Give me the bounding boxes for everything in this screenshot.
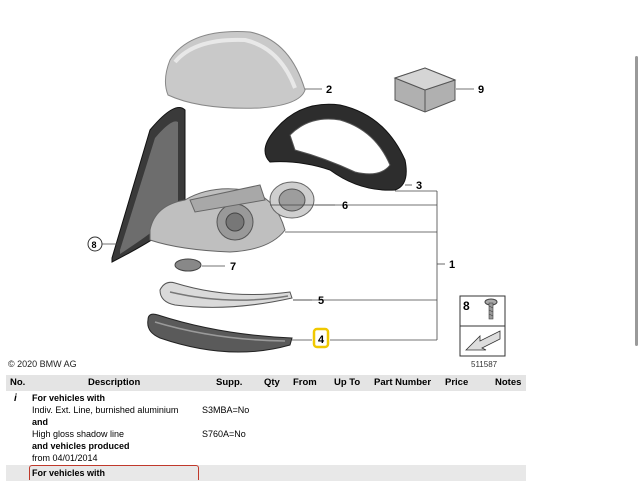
callout-3: 3 xyxy=(416,180,422,192)
desc-line: High gloss shadow line xyxy=(32,429,125,439)
header-price: Price xyxy=(445,377,469,388)
header-part-number: Part Number xyxy=(374,377,432,388)
desc-line: and vehicles produced xyxy=(32,441,130,451)
info-icon: i xyxy=(14,393,17,404)
callout-5: 5 xyxy=(318,295,324,307)
callout-4: 4 xyxy=(318,334,325,346)
callout-2: 2 xyxy=(326,84,332,96)
header-supp: Supp. xyxy=(216,377,243,388)
supp-code: S3MBA=No xyxy=(202,405,250,415)
turn-signal-part xyxy=(159,281,293,308)
callout-8: 8 xyxy=(92,240,97,250)
callout-7: 7 xyxy=(230,261,236,273)
table-row[interactable]: For vehicles with xyxy=(6,465,526,481)
copyright: © 2020 BMW AG xyxy=(8,359,77,369)
desc-line: For vehicles with xyxy=(32,393,106,403)
header-from: From xyxy=(293,377,317,388)
table-row[interactable]: i For vehicles with Indiv. Ext. Line, bu… xyxy=(6,392,526,464)
scrollbar[interactable] xyxy=(635,56,638,346)
desc-line: and xyxy=(32,417,49,427)
hardware-label: 8 xyxy=(463,299,470,313)
row-highlight xyxy=(29,465,199,480)
parts-diagram: 2 9 3 6 7 1 5 4 8 8 511587 xyxy=(87,31,506,369)
mirror-clip-part xyxy=(174,258,202,272)
desc-line: For vehicles with xyxy=(32,468,106,478)
table-header: No. Description Supp. Qty From Up To Par… xyxy=(6,375,526,391)
header-no: No. xyxy=(10,377,26,388)
header-notes: Notes xyxy=(495,377,522,388)
callout-8-circle xyxy=(87,236,103,252)
header-up-to: Up To xyxy=(334,377,361,388)
desc-line: Indiv. Ext. Line, burnished aluminium xyxy=(32,405,179,415)
arrow-icon xyxy=(465,330,501,351)
callout-6: 6 xyxy=(342,200,348,212)
screw-icon xyxy=(484,298,498,320)
supp-code: S760A=No xyxy=(202,429,246,439)
desc-line: from 04/01/2014 xyxy=(32,453,98,463)
callout-9: 9 xyxy=(478,84,484,96)
header-qty: Qty xyxy=(264,377,280,388)
lower-cover-part xyxy=(147,313,293,353)
header-description: Description xyxy=(88,377,141,388)
callout-4-highlight xyxy=(312,327,330,349)
callout-1: 1 xyxy=(449,259,455,271)
image-number: 511587 xyxy=(471,360,498,369)
